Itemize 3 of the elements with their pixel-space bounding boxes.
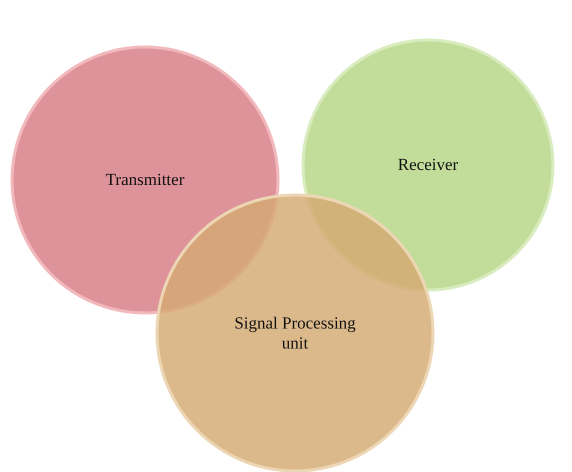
circle-label: Transmitter: [104, 170, 186, 190]
circle-label: Signal Processing unit: [233, 313, 357, 353]
circle-label: Receiver: [396, 155, 460, 175]
